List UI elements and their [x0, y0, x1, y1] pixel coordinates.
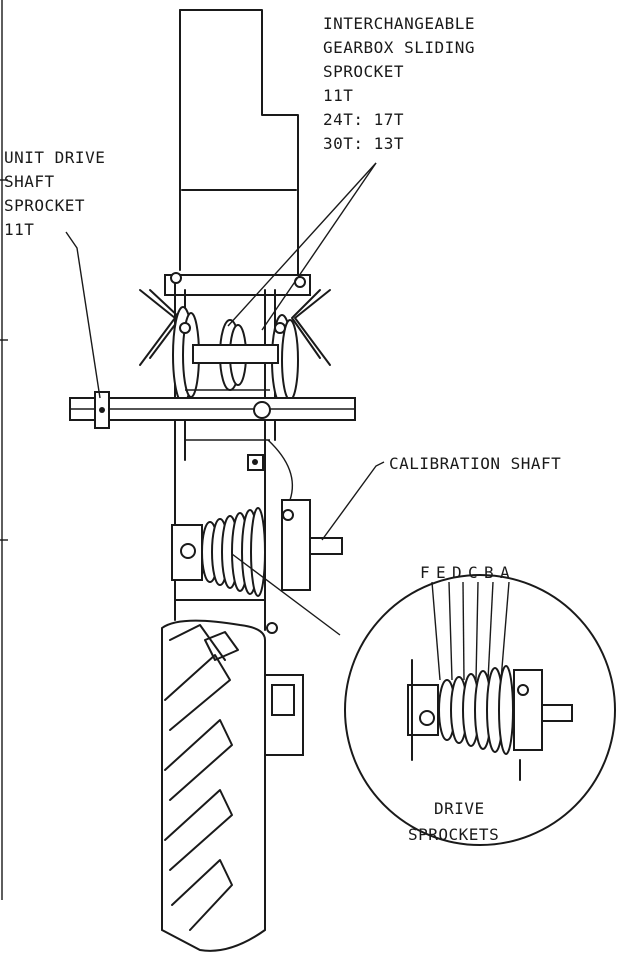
gearbox-label-line-6: 30T: 13T: [323, 134, 404, 153]
unit-drive-label-line-2: SHAFT: [4, 172, 55, 191]
page-edge-marks: [0, 0, 8, 900]
sprocket-letter-f: F: [420, 563, 430, 582]
sprocket-letters: F E D C B A: [420, 563, 510, 582]
unit-drive-label-line-4: 11T: [4, 220, 34, 239]
sprocket-letter-b: B: [484, 563, 494, 582]
unit-drive-label: UNIT DRIVE SHAFT SPROCKET 11T: [4, 148, 105, 239]
gearbox-label-line-4: 11T: [323, 86, 353, 105]
calibration-shaft-label: CALIBRATION SHAFT: [389, 454, 561, 473]
unit-drive-shaft: [69, 391, 356, 429]
tire: [161, 619, 266, 952]
frame-upper: [179, 9, 299, 281]
unit-drive-label-line-3: SPROCKET: [4, 196, 85, 215]
gearbox-label-line-3: SPROCKET: [323, 62, 404, 81]
drive-chain: [185, 389, 294, 501]
drive-sprockets-label: DRIVE SPROCKETS: [408, 799, 499, 844]
sprocket-letter-c: C: [468, 563, 478, 582]
leader-lines: [65, 162, 510, 681]
drive-sprockets-line-1: DRIVE: [434, 799, 485, 818]
sprocket-letter-d: D: [452, 563, 462, 582]
sprocket-letter-e: E: [436, 563, 446, 582]
unit-drive-label-line-1: UNIT DRIVE: [4, 148, 105, 167]
gearbox-label-line-1: INTERCHANGEABLE: [323, 14, 475, 33]
gearbox-sprocket-label: INTERCHANGEABLE GEARBOX SLIDING SPROCKET…: [323, 14, 475, 153]
sprocket-detail-inset: [344, 574, 616, 846]
sprocket-letter-a: A: [500, 563, 510, 582]
lower-bracket: [264, 674, 304, 756]
gearbox-label-line-5: 24T: 17T: [323, 110, 404, 129]
bottom-sprocket-cluster: [171, 507, 278, 634]
drive-sprockets-line-2: SPROCKETS: [408, 825, 499, 844]
gearbox-label-line-2: GEARBOX SLIDING: [323, 38, 475, 57]
